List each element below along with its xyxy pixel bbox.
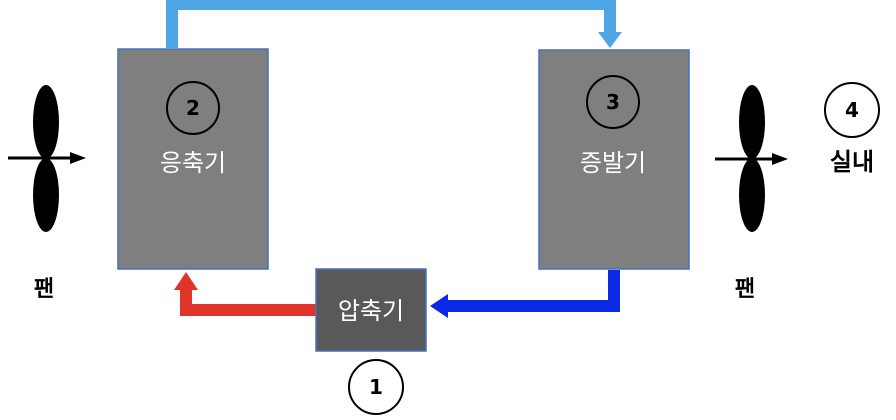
- evaporator-box: 3 증발기: [538, 49, 690, 270]
- pipe-compressor-to-condenser: [174, 272, 316, 316]
- compressor-label: 압축기: [338, 297, 404, 325]
- evaporator-label: 증발기: [580, 149, 646, 177]
- compressor-box: 압축기: [315, 268, 427, 352]
- room-number: 4: [845, 98, 859, 122]
- right-fan-icon: [715, 85, 788, 232]
- evaporator-number: 3: [606, 90, 620, 114]
- condenser-number-circle: [166, 81, 220, 135]
- compressor-number-circle: [348, 359, 404, 415]
- condenser-box: 2 응축기: [117, 48, 269, 270]
- pipe-condenser-to-evaporator: [166, 0, 622, 48]
- room-number-circle: [824, 82, 880, 138]
- evaporator-number-circle: [586, 75, 640, 129]
- left-fan-label: 팬: [34, 277, 54, 302]
- pipe-evaporator-to-compressor: [430, 270, 620, 318]
- compressor-number: 1: [369, 375, 383, 399]
- room-label: 실내: [830, 148, 874, 176]
- left-fan-icon: [8, 85, 86, 232]
- condenser-label: 응축기: [160, 149, 226, 177]
- right-fan-label: 팬: [735, 277, 755, 302]
- condenser-number: 2: [186, 96, 200, 120]
